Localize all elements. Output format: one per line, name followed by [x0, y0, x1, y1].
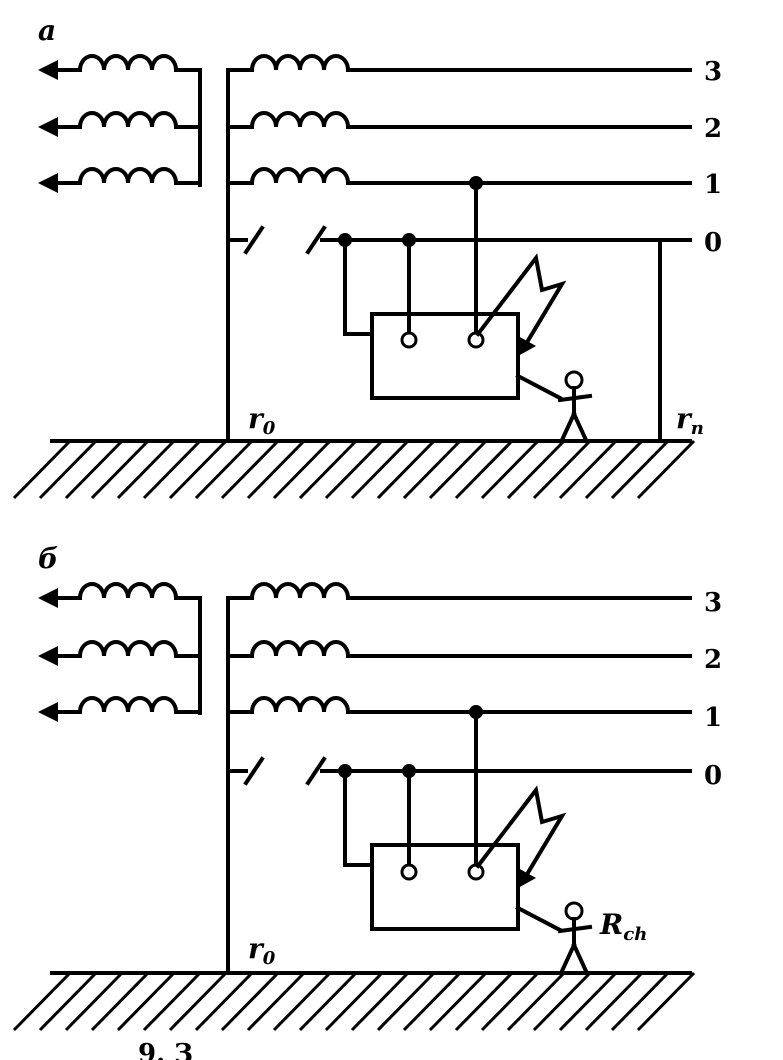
- ground-hatch-line: [350, 971, 410, 1032]
- ground-hatch-line: [64, 439, 124, 500]
- ground-hatch-line: [636, 971, 696, 1032]
- ground-hatch-line: [350, 439, 410, 500]
- ground-hatch-line: [298, 439, 358, 500]
- ground-hatch-line: [402, 439, 462, 500]
- ground-hatch-line: [116, 971, 176, 1032]
- ground-resistance-label-b: r0: [248, 932, 276, 969]
- ground-hatch-line: [506, 971, 566, 1032]
- ground-hatch-line: [142, 971, 202, 1032]
- panel-a-label: a: [38, 14, 56, 47]
- ground-hatch-line: [12, 971, 72, 1032]
- person-icon: [557, 901, 593, 974]
- phase-label-3: 3: [704, 588, 722, 618]
- panel-a: a: [12, 14, 722, 500]
- ground-hatch-line: [38, 439, 98, 500]
- phase-label-0: 0: [704, 761, 722, 791]
- ground-hatch-line: [402, 971, 462, 1032]
- ground-hatch-line: [324, 439, 384, 500]
- ground-hatch-line: [636, 439, 696, 500]
- ground-hatch-line: [532, 971, 592, 1032]
- person-resistance-label: Rch: [599, 908, 647, 945]
- arrow-icon: [38, 646, 58, 666]
- ground-hatch-line: [168, 439, 228, 500]
- ground-hatch-a: [12, 439, 696, 500]
- phase-label-0: 0: [704, 228, 722, 258]
- transformer-secondary-a: [226, 54, 692, 442]
- ground-hatch-line: [558, 439, 618, 500]
- ground-hatch-line: [116, 439, 176, 500]
- ground-hatch-line: [64, 971, 124, 1032]
- arrow-icon: [38, 117, 58, 137]
- ground-hatch-line: [194, 439, 254, 500]
- ground-hatch-line: [506, 439, 566, 500]
- phase-label-3: 3: [704, 57, 722, 87]
- panel-b-label: б: [38, 542, 58, 575]
- ground-hatch-line: [38, 971, 98, 1032]
- ground-hatch-line: [532, 439, 592, 500]
- ground-hatch-line: [584, 439, 644, 500]
- ground-hatch-line: [376, 439, 436, 500]
- panel-b: б: [12, 542, 722, 1032]
- phase-label-1: 1: [704, 703, 722, 733]
- ground-hatch-line: [610, 439, 670, 500]
- ground-hatch-line: [246, 439, 306, 500]
- phase-label-2: 2: [704, 114, 722, 144]
- ground-hatch-line: [584, 971, 644, 1032]
- ground-hatch-line: [454, 971, 514, 1032]
- ground-hatch-line: [298, 971, 358, 1032]
- generator-windings-a: [38, 54, 202, 193]
- equipment-enclosure-b: [338, 705, 567, 933]
- equipment-enclosure-a: [338, 176, 567, 401]
- ground-hatch-line: [220, 971, 280, 1032]
- ground-hatch-line: [90, 439, 150, 500]
- ground-hatch-line: [480, 439, 540, 500]
- ground-hatch-line: [454, 439, 514, 500]
- ground-hatch-line: [480, 971, 540, 1032]
- ground-hatch-line: [558, 971, 618, 1032]
- phase-label-1: 1: [704, 170, 722, 200]
- arrow-icon: [38, 702, 58, 722]
- ground-hatch-line: [272, 439, 332, 500]
- ground-hatch-line: [324, 971, 384, 1032]
- ground-hatch-line: [220, 439, 280, 500]
- ground-hatch-line: [428, 439, 488, 500]
- ground-hatch-line: [610, 971, 670, 1032]
- fault-lightning-icon: [475, 253, 567, 347]
- ground-hatch-line: [246, 971, 306, 1032]
- ground-hatch-line: [12, 439, 72, 500]
- ground-hatch-line: [168, 971, 228, 1032]
- repeat-ground-label: rп: [676, 402, 704, 439]
- arrow-icon: [38, 60, 58, 80]
- generator-windings-b: [38, 582, 202, 722]
- arrow-icon: [38, 173, 58, 193]
- ground-resistance-label-a: r0: [248, 402, 276, 439]
- ground-hatch-line: [376, 971, 436, 1032]
- arrow-icon: [38, 588, 58, 608]
- ground-hatch-line: [428, 971, 488, 1032]
- ground-hatch-line: [90, 971, 150, 1032]
- ground-hatch-b: [12, 971, 696, 1032]
- fault-lightning-icon: [475, 785, 567, 879]
- footer-caption: 9. З: [138, 1039, 193, 1060]
- ground-hatch-line: [194, 971, 254, 1032]
- transformer-secondary-b: [226, 582, 692, 974]
- person-icon: [557, 370, 593, 443]
- ground-hatch-line: [272, 971, 332, 1032]
- ground-hatch-line: [142, 439, 202, 500]
- phase-label-2: 2: [704, 645, 722, 675]
